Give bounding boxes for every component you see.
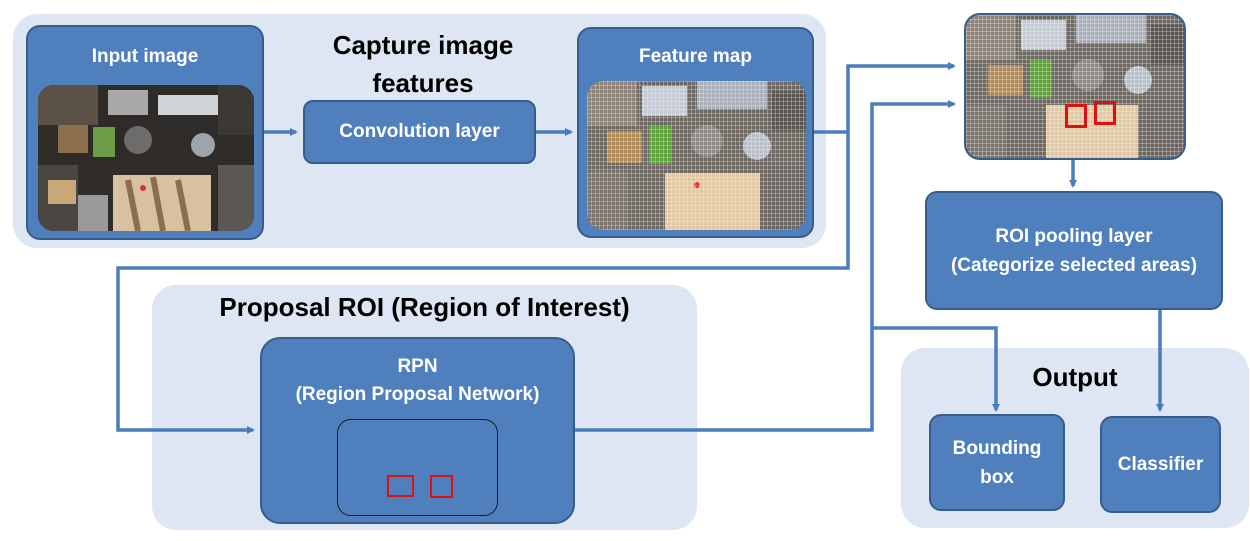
input-photo	[38, 85, 254, 231]
rpn-label-line2: (Region Proposal Network)	[295, 384, 540, 405]
feature-map-grid	[587, 81, 806, 230]
roi-feature-map-grid	[966, 15, 1184, 158]
input-image-box: Input image	[26, 25, 264, 240]
classifier-output: Classifier	[1100, 416, 1221, 513]
roi-marker-1	[1065, 104, 1087, 128]
bounding-box-label-line1: Bounding	[952, 437, 1042, 459]
rpn-anchor-box-2	[430, 475, 453, 498]
roi-pooling-layer-box: ROI pooling layer (Categorize selected a…	[925, 191, 1223, 310]
capture-features-title: Capture image features	[318, 26, 528, 102]
rpn-proposal-window	[337, 419, 498, 516]
rpn-box: RPN (Region Proposal Network)	[260, 337, 575, 524]
roi-feature-map-photo	[964, 13, 1186, 160]
classifier-label: Classifier	[1117, 453, 1204, 475]
bounding-box-label-line2: box	[980, 466, 1014, 488]
arrow-featuremap-to-topright	[814, 62, 956, 134]
rpn-anchor-box-1	[387, 475, 414, 497]
arrow-featuremap-to-rpn	[116, 132, 850, 434]
convolution-layer-label: Convolution layer	[339, 121, 500, 142]
feature-map-box: Feature map	[577, 27, 814, 238]
proposal-roi-title: Proposal ROI (Region of Interest)	[219, 292, 630, 322]
bounding-box-output: Bounding box	[929, 414, 1065, 511]
feature-map-label: Feature map	[639, 46, 752, 67]
arrow-to-bounding-box	[872, 326, 1000, 412]
arrow-rpn-to-topright	[575, 100, 956, 432]
rpn-label-line1: RPN	[397, 356, 438, 377]
input-image-label: Input image	[91, 46, 199, 67]
feature-map-photo	[587, 81, 806, 230]
roi-pooling-label-line1: ROI pooling layer	[995, 225, 1153, 247]
roi-marker-2	[1094, 101, 1116, 125]
capture-features-title-line2: features	[372, 68, 474, 98]
output-title: Output	[1032, 362, 1118, 392]
roi-pooling-label-line2: (Categorize selected areas)	[950, 254, 1198, 276]
convolution-layer-box: Convolution layer	[303, 100, 536, 164]
capture-features-title-line1: Capture image	[332, 30, 514, 60]
